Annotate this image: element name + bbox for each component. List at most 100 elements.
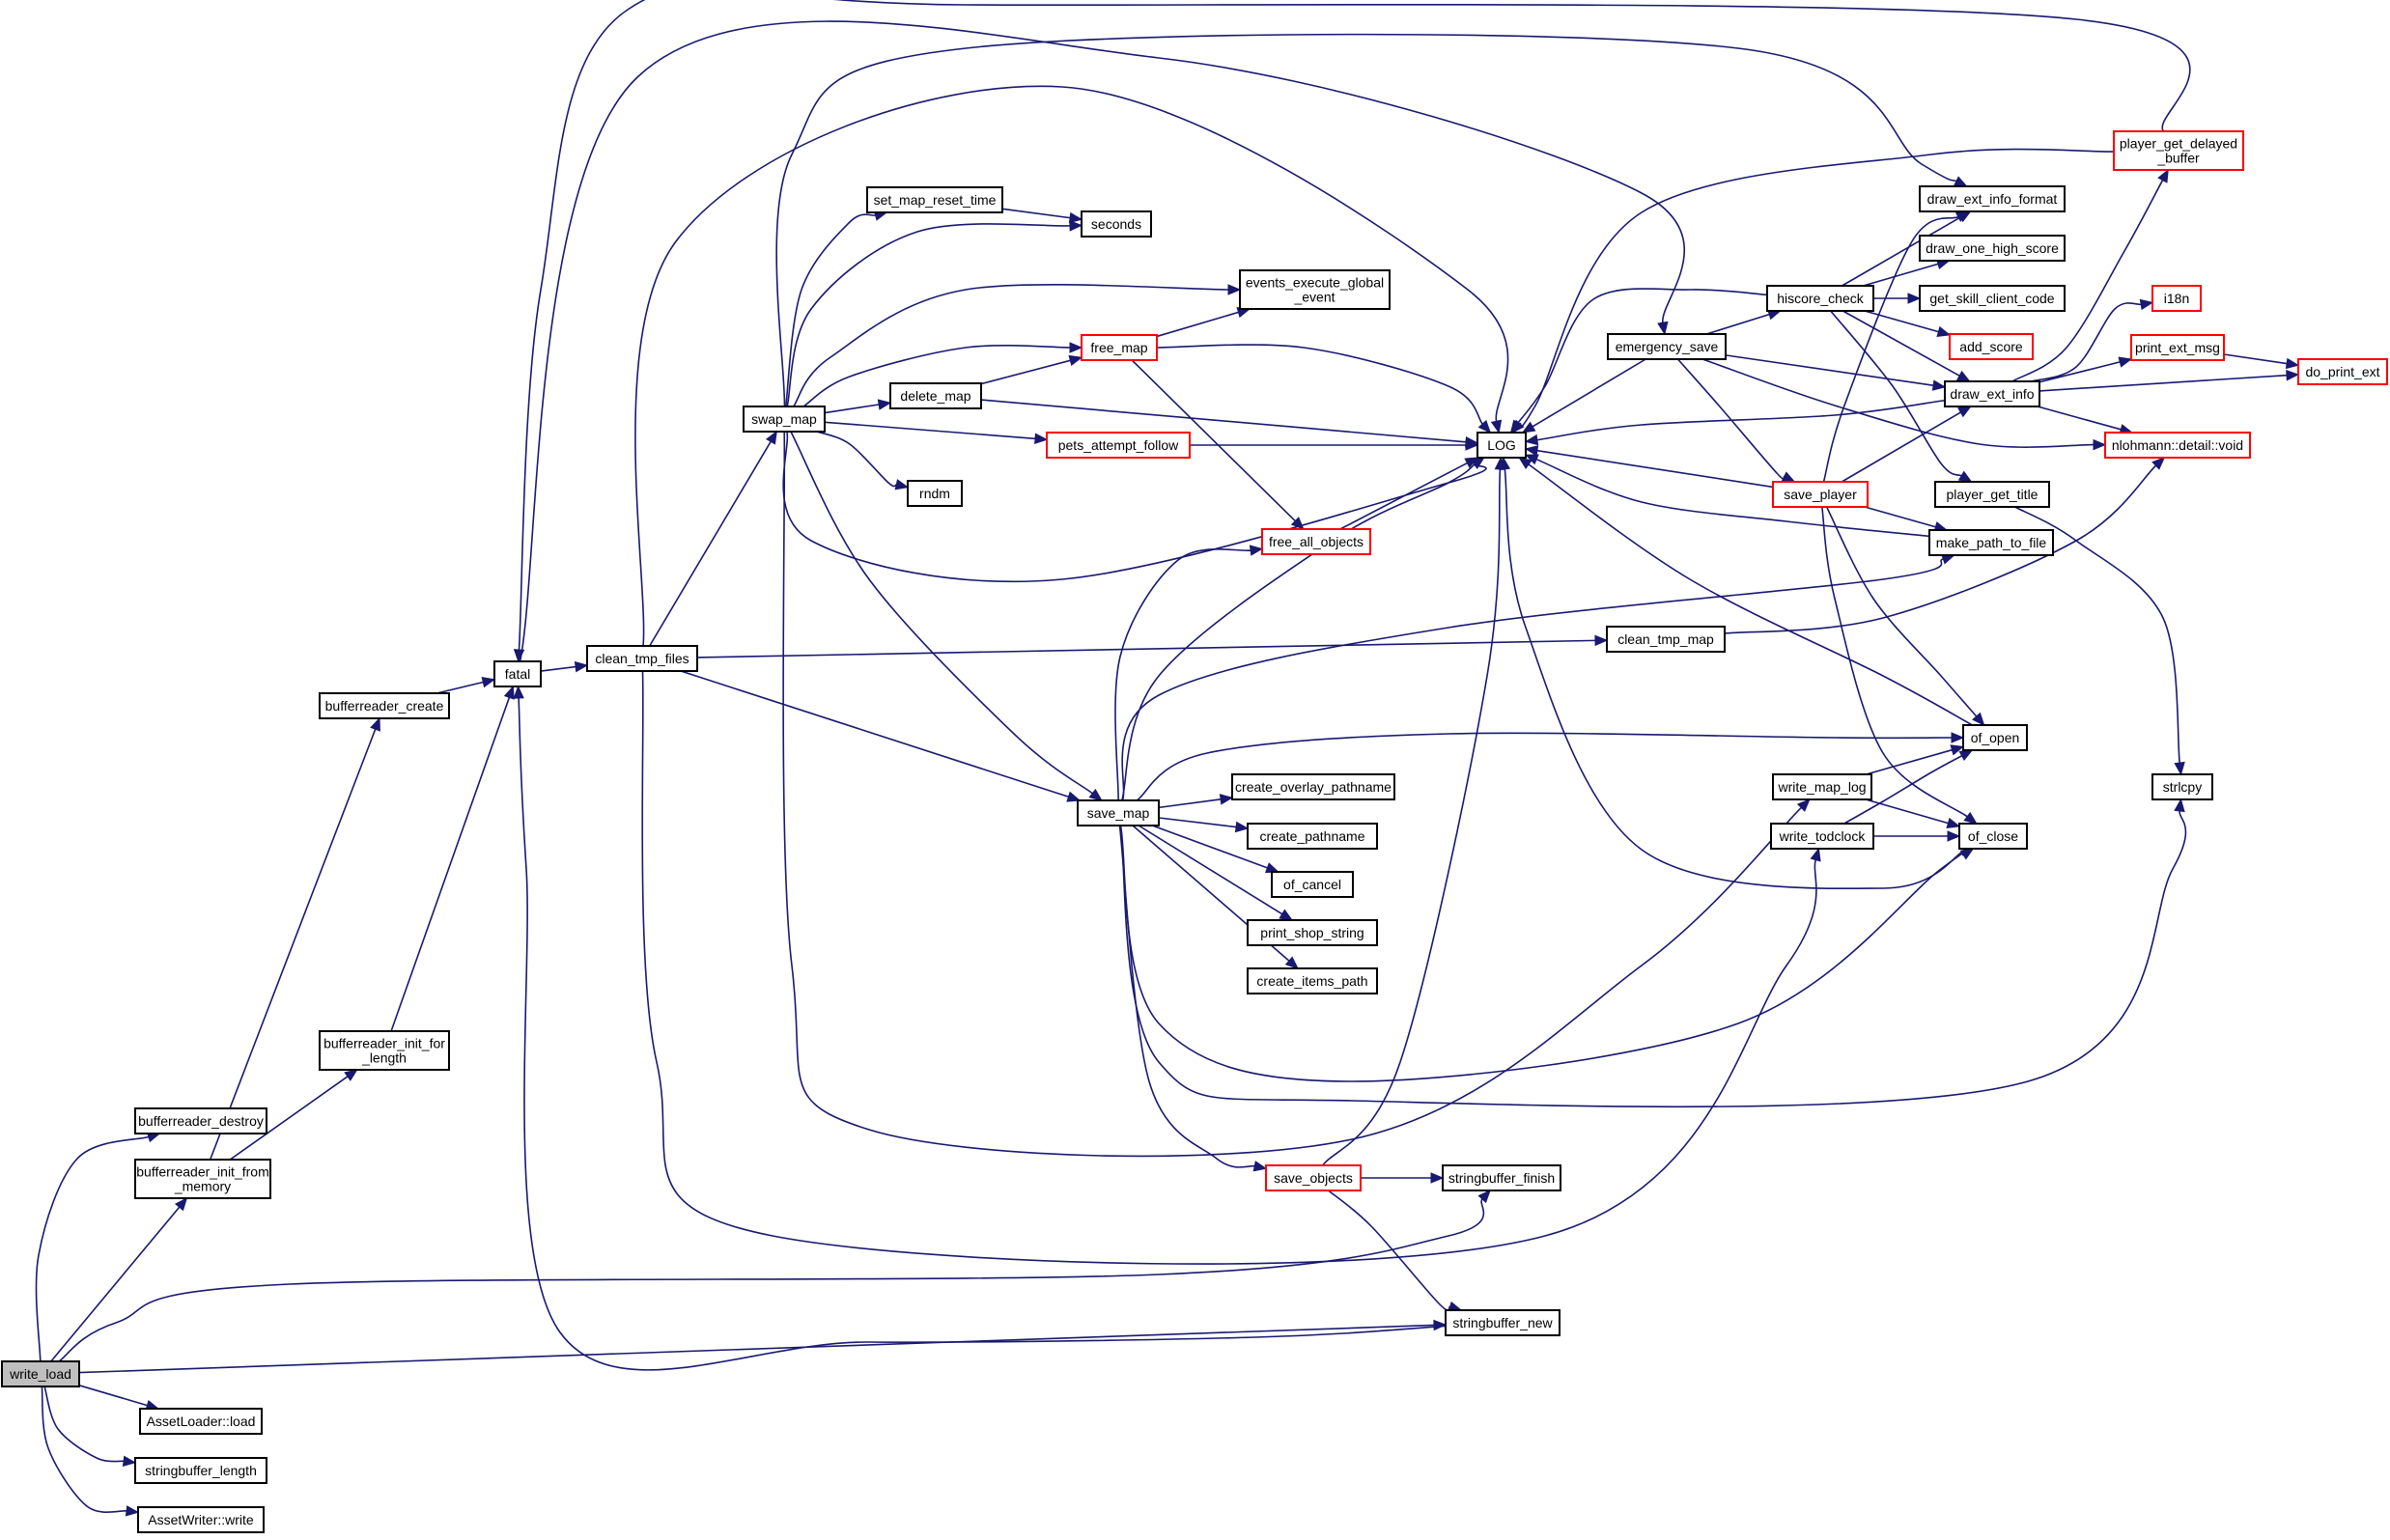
node-fatal[interactable]: fatal <box>493 660 542 687</box>
node-box-stringbuffer_finish[interactable] <box>1442 1164 1561 1191</box>
node-bufferreader_init_from_memory[interactable]: bufferreader_init_from_memory <box>134 1159 271 1199</box>
node-print_ext_msg[interactable]: print_ext_msg <box>2130 334 2225 361</box>
node-box-create_pathname[interactable] <box>1247 823 1378 850</box>
node-box-print_ext_msg[interactable] <box>2130 334 2225 361</box>
node-of_close[interactable]: of_close <box>1958 823 2028 850</box>
node-box-AssetWriter_write[interactable] <box>137 1506 265 1533</box>
node-box-strlcpy[interactable] <box>2151 773 2213 800</box>
node-box-save_player[interactable] <box>1772 481 1869 508</box>
node-box-create_items_path[interactable] <box>1247 967 1378 994</box>
node-box-clean_tmp_files[interactable] <box>586 645 698 672</box>
node-draw_one_high_score[interactable]: draw_one_high_score <box>1919 235 2066 262</box>
node-box-bufferreader_destroy[interactable] <box>134 1107 267 1134</box>
node-box-clean_tmp_map[interactable] <box>1606 626 1726 653</box>
node-get_skill_client_code[interactable]: get_skill_client_code <box>1919 285 2066 312</box>
node-create_items_path[interactable]: create_items_path <box>1247 967 1378 994</box>
node-of_cancel[interactable]: of_cancel <box>1271 871 1354 898</box>
node-bufferreader_init_for_length[interactable]: bufferreader_init_for_length <box>319 1030 450 1071</box>
node-strlcpy[interactable]: strlcpy <box>2151 773 2213 800</box>
node-draw_ext_info[interactable]: draw_ext_info <box>1944 380 2040 407</box>
node-box-free_map[interactable] <box>1081 334 1158 361</box>
node-box-do_print_ext[interactable] <box>2297 358 2388 385</box>
node-save_objects[interactable]: save_objects <box>1265 1164 1362 1191</box>
node-box-i18n[interactable] <box>2151 285 2202 312</box>
node-box-save_objects[interactable] <box>1265 1164 1362 1191</box>
node-i18n[interactable]: i18n <box>2151 285 2202 312</box>
node-save_map[interactable]: save_map <box>1077 799 1160 826</box>
node-box-free_all_objects[interactable] <box>1261 528 1371 555</box>
node-do_print_ext[interactable]: do_print_ext <box>2297 358 2388 385</box>
node-box-events_execute_global_event[interactable] <box>1239 269 1391 310</box>
node-of_open[interactable]: of_open <box>1962 724 2028 751</box>
node-box-print_shop_string[interactable] <box>1247 919 1378 946</box>
node-player_get_delayed_buffer[interactable]: player_get_delayed_buffer <box>2113 130 2244 171</box>
node-box-AssetLoader_load[interactable] <box>139 1408 263 1435</box>
node-box-of_cancel[interactable] <box>1271 871 1354 898</box>
node-LOG[interactable]: LOG <box>1476 432 1527 459</box>
node-AssetLoader_load[interactable]: AssetLoader::load <box>139 1408 263 1435</box>
node-box-bufferreader_create[interactable] <box>319 692 450 719</box>
node-box-write_map_log[interactable] <box>1772 773 1872 800</box>
node-write_todclock[interactable]: write_todclock <box>1770 823 1874 850</box>
node-nlohmann_detail_void[interactable]: nlohmann::detail::void <box>2104 432 2251 459</box>
node-save_player[interactable]: save_player <box>1772 481 1869 508</box>
node-box-of_open[interactable] <box>1962 724 2028 751</box>
node-box-swap_map[interactable] <box>743 406 826 433</box>
node-emergency_save[interactable]: emergency_save <box>1607 333 1727 360</box>
node-box-make_path_to_file[interactable] <box>1928 529 2054 556</box>
node-box-write_todclock[interactable] <box>1770 823 1874 850</box>
node-box-pets_attempt_follow[interactable] <box>1046 432 1191 459</box>
node-box-stringbuffer_new[interactable] <box>1445 1309 1561 1336</box>
node-delete_map[interactable]: delete_map <box>889 382 982 409</box>
node-box-write_load[interactable] <box>1 1360 80 1387</box>
node-box-fatal[interactable] <box>493 660 542 687</box>
node-box-bufferreader_init_from_memory[interactable] <box>134 1159 271 1199</box>
node-bufferreader_destroy[interactable]: bufferreader_destroy <box>134 1107 267 1134</box>
node-swap_map[interactable]: swap_map <box>743 406 826 433</box>
node-write_load[interactable]: write_load <box>1 1360 80 1387</box>
node-pets_attempt_follow[interactable]: pets_attempt_follow <box>1046 432 1191 459</box>
node-create_overlay_pathname[interactable]: create_overlay_pathname <box>1231 773 1395 800</box>
node-clean_tmp_map[interactable]: clean_tmp_map <box>1606 626 1726 653</box>
node-box-draw_ext_info[interactable] <box>1944 380 2040 407</box>
node-box-save_map[interactable] <box>1077 799 1160 826</box>
node-make_path_to_file[interactable]: make_path_to_file <box>1928 529 2054 556</box>
node-create_pathname[interactable]: create_pathname <box>1247 823 1378 850</box>
node-stringbuffer_new[interactable]: stringbuffer_new <box>1445 1309 1561 1336</box>
node-clean_tmp_files[interactable]: clean_tmp_files <box>586 645 698 672</box>
node-stringbuffer_length[interactable]: stringbuffer_length <box>134 1457 267 1484</box>
node-box-nlohmann_detail_void[interactable] <box>2104 432 2251 459</box>
node-seconds[interactable]: seconds <box>1081 210 1152 238</box>
node-box-get_skill_client_code[interactable] <box>1919 285 2066 312</box>
node-rndm[interactable]: rndm <box>907 480 963 507</box>
node-free_map[interactable]: free_map <box>1081 334 1158 361</box>
node-AssetWriter_write[interactable]: AssetWriter::write <box>137 1506 265 1533</box>
node-box-LOG[interactable] <box>1476 432 1527 459</box>
node-box-draw_one_high_score[interactable] <box>1919 235 2066 262</box>
node-box-delete_map[interactable] <box>889 382 982 409</box>
node-hiscore_check[interactable]: hiscore_check <box>1766 285 1874 312</box>
node-free_all_objects[interactable]: free_all_objects <box>1261 528 1371 555</box>
node-write_map_log[interactable]: write_map_log <box>1772 773 1872 800</box>
node-stringbuffer_finish[interactable]: stringbuffer_finish <box>1442 1164 1561 1191</box>
node-box-draw_ext_info_format[interactable] <box>1919 185 2066 212</box>
node-box-emergency_save[interactable] <box>1607 333 1727 360</box>
node-events_execute_global_event[interactable]: events_execute_global_event <box>1239 269 1391 310</box>
node-print_shop_string[interactable]: print_shop_string <box>1247 919 1378 946</box>
node-box-player_get_delayed_buffer[interactable] <box>2113 130 2244 171</box>
node-box-set_map_reset_time[interactable] <box>866 186 1003 213</box>
node-bufferreader_create[interactable]: bufferreader_create <box>319 692 450 719</box>
node-box-create_overlay_pathname[interactable] <box>1231 773 1395 800</box>
node-add_score[interactable]: add_score <box>1949 333 2034 360</box>
node-box-hiscore_check[interactable] <box>1766 285 1874 312</box>
node-box-rndm[interactable] <box>907 480 963 507</box>
node-box-add_score[interactable] <box>1949 333 2034 360</box>
node-box-player_get_title[interactable] <box>1934 481 2050 508</box>
node-box-stringbuffer_length[interactable] <box>134 1457 267 1484</box>
node-draw_ext_info_format[interactable]: draw_ext_info_format <box>1919 185 2066 212</box>
node-box-of_close[interactable] <box>1958 823 2028 850</box>
node-player_get_title[interactable]: player_get_title <box>1934 481 2050 508</box>
node-set_map_reset_time[interactable]: set_map_reset_time <box>866 186 1003 213</box>
node-box-bufferreader_init_for_length[interactable] <box>319 1030 450 1071</box>
node-box-seconds[interactable] <box>1081 210 1152 238</box>
